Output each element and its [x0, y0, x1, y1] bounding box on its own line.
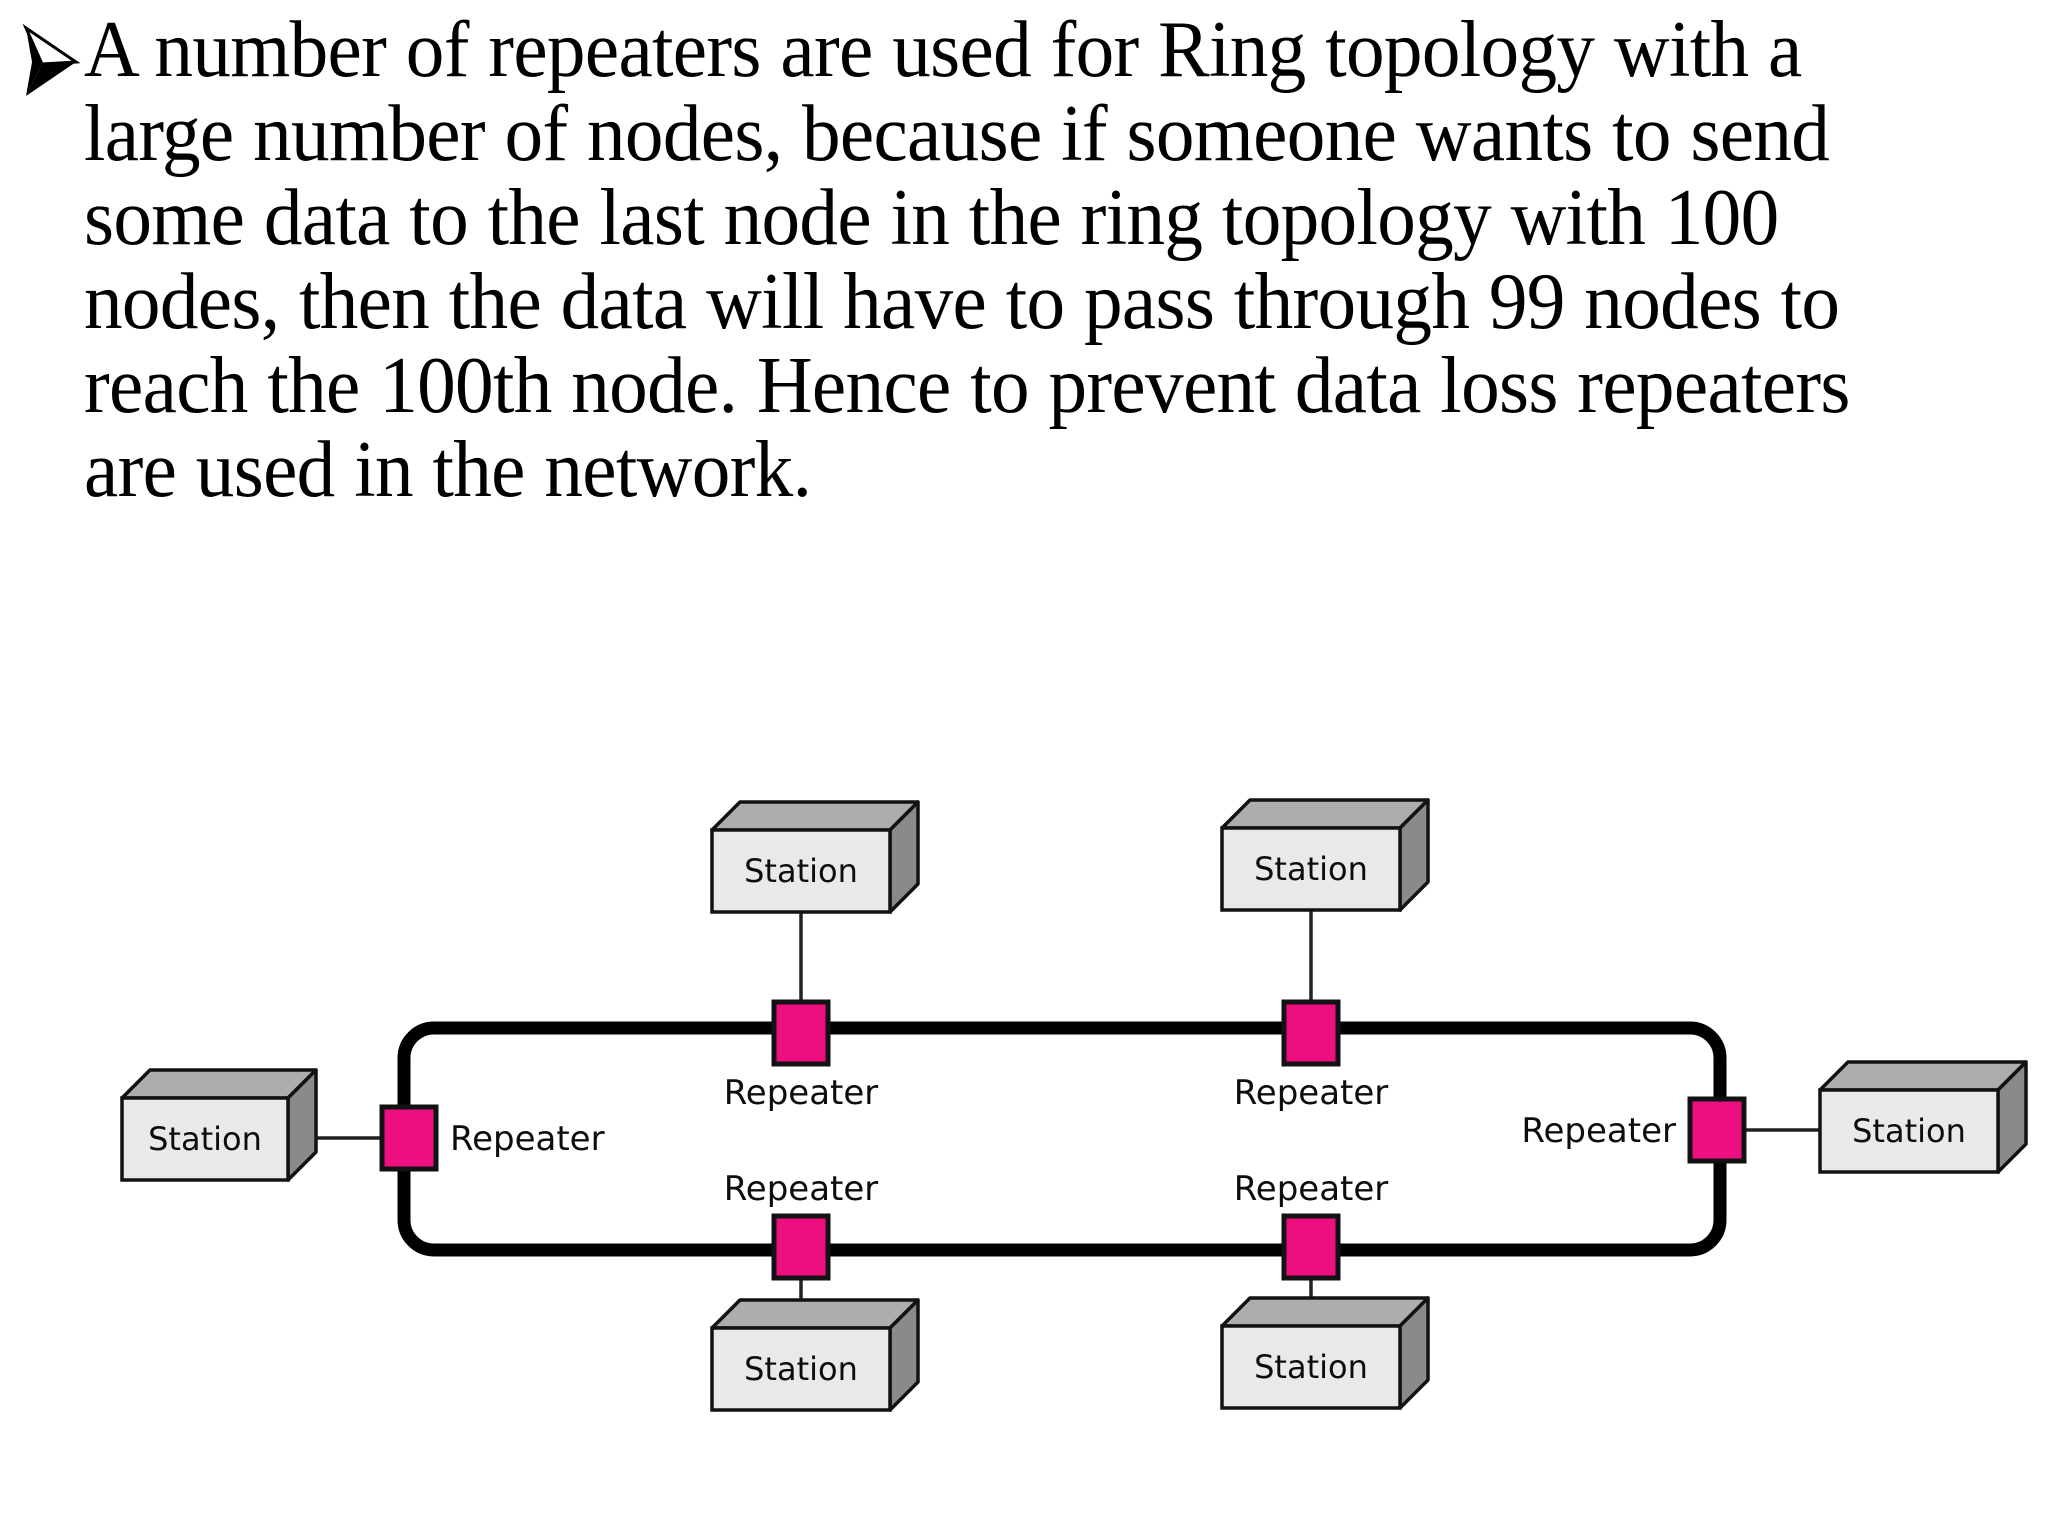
- station-front-face: [120, 1096, 290, 1182]
- station-label: Station: [1254, 1348, 1368, 1386]
- station-top-face: [120, 1068, 318, 1100]
- station-front-face: [1818, 1088, 2000, 1174]
- station-top-right: Station: [1220, 798, 1430, 912]
- repeater-bottom-right-label: Repeater: [1234, 1169, 1389, 1209]
- station-label: Station: [1254, 850, 1368, 888]
- station-bottom-right: Station: [1220, 1296, 1430, 1410]
- repeater-bottom-left-label: Repeater: [724, 1169, 879, 1209]
- repeater-top-right: [1281, 999, 1341, 1067]
- station-top-face: [1220, 798, 1430, 830]
- repeater-left-label: Repeater: [450, 1119, 605, 1159]
- station-label: Station: [1852, 1112, 1966, 1150]
- station-label: Station: [744, 1350, 858, 1388]
- repeater-top-right-label: Repeater: [1234, 1073, 1389, 1113]
- repeater-right: [1687, 1096, 1747, 1164]
- repeater-right-label: Repeater: [1521, 1111, 1676, 1151]
- station-bottom-left: Station: [710, 1298, 920, 1412]
- station-label: Station: [744, 852, 858, 890]
- station-top-left: Station: [710, 800, 920, 914]
- repeater-bottom-right: [1281, 1213, 1341, 1281]
- repeater-top-left: [771, 999, 831, 1067]
- station-label: Station: [148, 1120, 262, 1158]
- station-top-face: [1818, 1060, 2028, 1092]
- repeater-bottom-left: [771, 1213, 831, 1281]
- bullet-text: A number of repeaters are used for Ring …: [84, 6, 1850, 514]
- repeater-left: [379, 1104, 439, 1172]
- station-top-face: [710, 800, 920, 832]
- station-top-face: [1220, 1296, 1430, 1328]
- station-front-face: [710, 1326, 892, 1412]
- station-right: Station: [1818, 1060, 2028, 1174]
- bullet-paragraph: A number of repeaters are used for Ring …: [18, 8, 2028, 512]
- station-top-face: [710, 1298, 920, 1330]
- station-front-face: [1220, 1324, 1402, 1410]
- repeater-nodes: [379, 999, 1747, 1281]
- arrow-bullet-icon: [18, 18, 84, 108]
- repeater-top-left-label: Repeater: [724, 1073, 879, 1113]
- station-front-face: [710, 828, 892, 914]
- station-left: Station: [120, 1068, 318, 1182]
- station-front-face: [1220, 826, 1402, 912]
